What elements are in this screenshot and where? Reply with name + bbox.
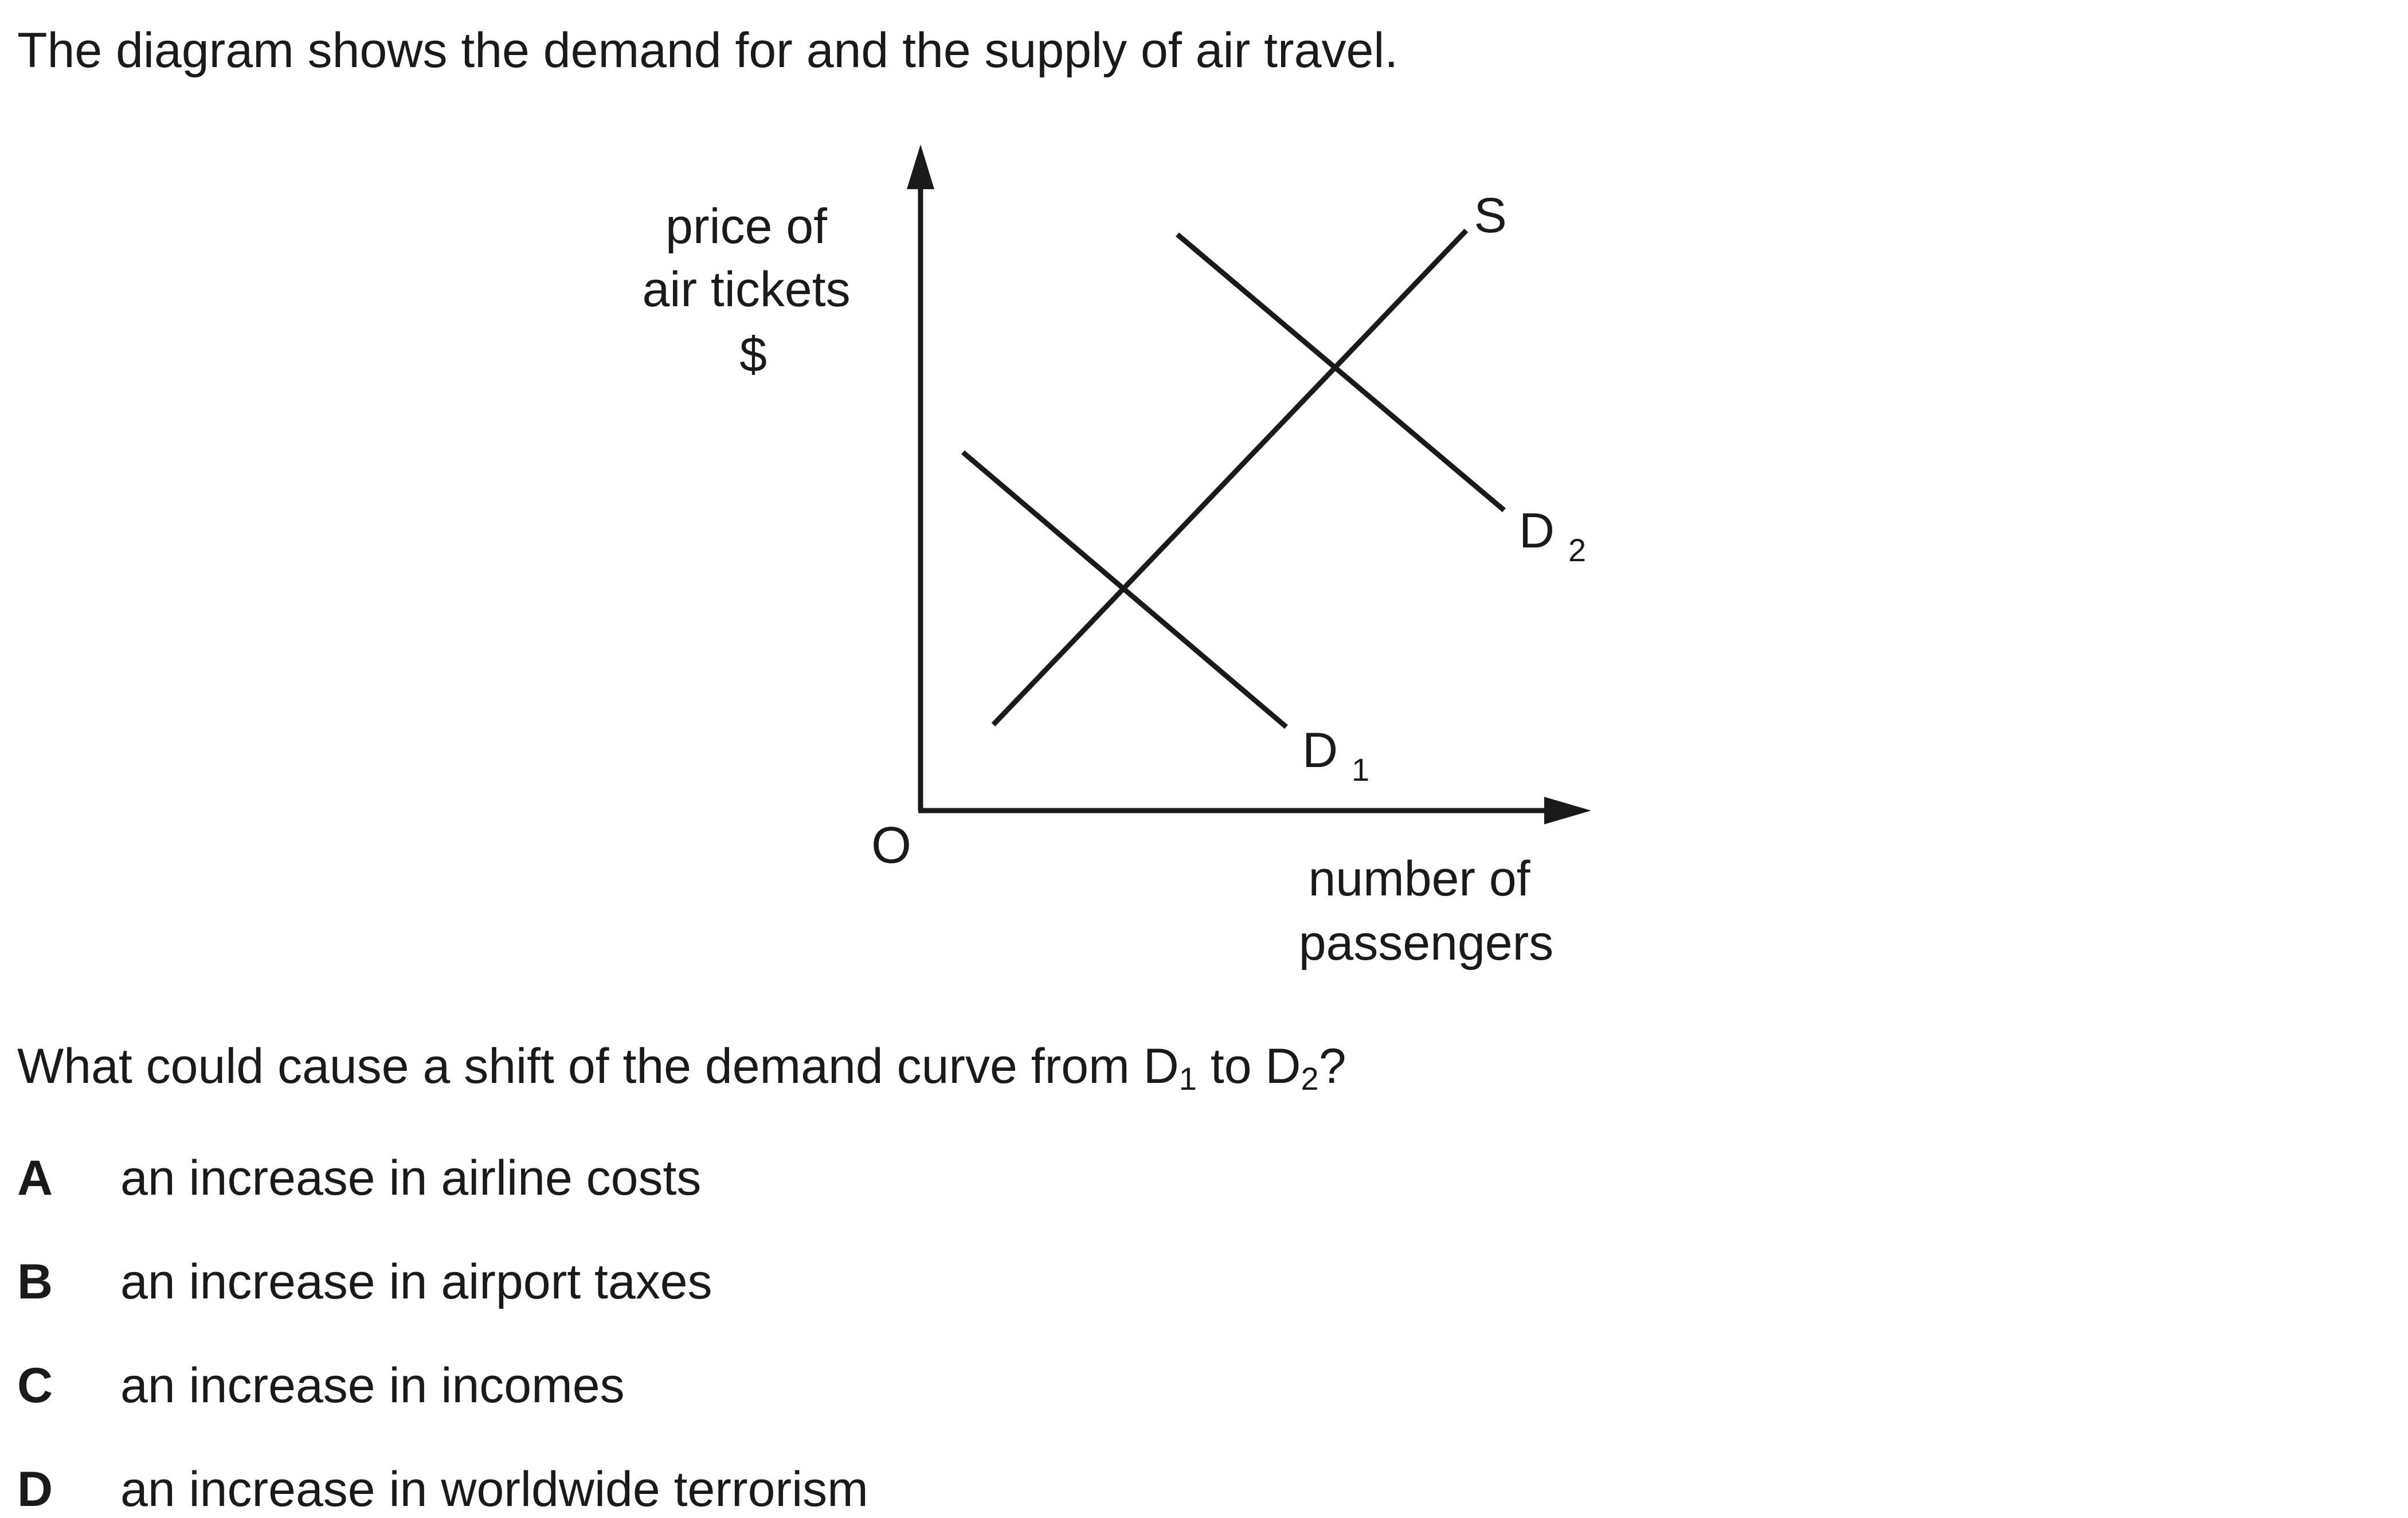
demand-curve-1-subscript: 1 [1352, 752, 1369, 788]
demand-curve-2-subscript: 2 [1568, 532, 1586, 568]
question-middle: to D [1196, 1039, 1301, 1094]
demand-curve-1-label: D 1 [1302, 723, 1369, 788]
question-subscript-1: 1 [1178, 1061, 1197, 1097]
option-letter: A [17, 1151, 53, 1206]
option-letter: D [17, 1462, 53, 1517]
supply-curve [991, 228, 1469, 727]
origin-label: O [871, 817, 911, 874]
x-axis-label: number of passengers [1299, 851, 1554, 971]
demand-curve-2-letter: D [1519, 503, 1555, 558]
x-axis-label-line-2: passengers [1299, 916, 1554, 971]
option-text: an increase in incomes [120, 1358, 625, 1413]
x-axis-arrowhead [1544, 797, 1591, 824]
intro-text: The diagram shows the demand for and the… [17, 23, 1399, 78]
question-suffix: ? [1318, 1039, 1346, 1094]
demand-curve-2 [1176, 232, 1506, 512]
option-text: an increase in airport taxes [120, 1254, 712, 1309]
option-letter: C [17, 1358, 53, 1413]
option-text: an increase in worldwide terrorism [120, 1462, 868, 1517]
supply-curve-label: S [1474, 188, 1506, 243]
y-axis-arrowhead [907, 144, 934, 189]
y-axis-label-line-2: air tickets [642, 262, 850, 317]
option-text: an increase in airline costs [120, 1151, 702, 1206]
demand-curve-1 [961, 450, 1288, 729]
question-subscript-2: 2 [1301, 1061, 1319, 1097]
y-axis-label-line-1: price of [665, 199, 828, 254]
question-text: What could cause a shift of the demand c… [17, 1038, 1346, 1095]
demand-curve-2-label: D 2 [1519, 503, 1586, 568]
y-axis-label-line-3: $ [739, 327, 767, 382]
option-letter: B [17, 1254, 53, 1309]
demand-curve-1-letter: D [1302, 723, 1338, 778]
x-axis-label-line-1: number of [1308, 851, 1530, 906]
question-prefix: What could cause a shift of the demand c… [17, 1039, 1179, 1094]
y-axis-label: price of air tickets $ [642, 199, 864, 382]
